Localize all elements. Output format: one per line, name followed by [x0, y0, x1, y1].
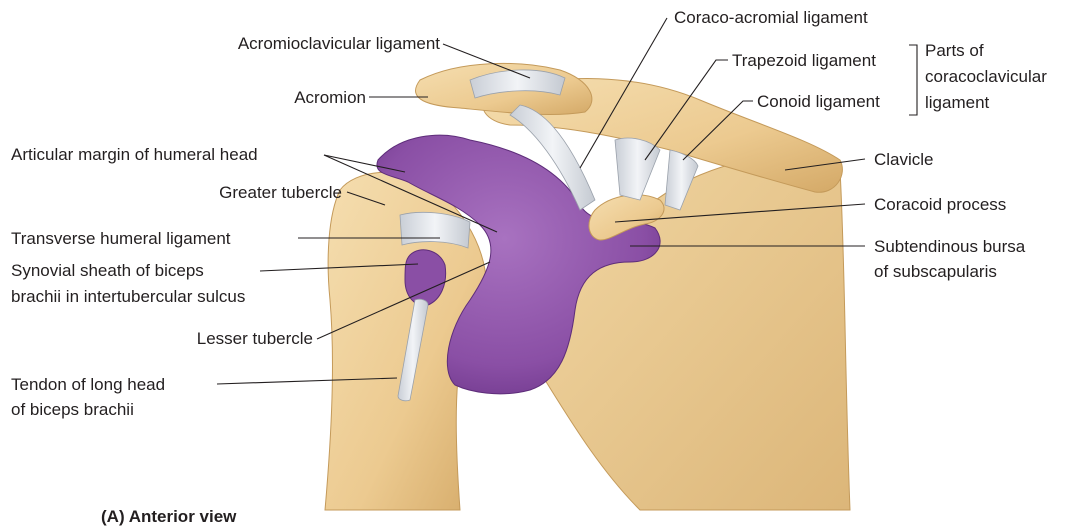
label-parts-line1: Parts of	[925, 41, 984, 60]
label-synovial-sheath-line2: brachii in intertubercular sulcus	[11, 287, 245, 306]
parts-bracket	[909, 45, 917, 115]
label-acromion: Acromion	[294, 88, 366, 107]
label-parts-line3: ligament	[925, 93, 990, 112]
label-greater-tubercle: Greater tubercle	[219, 183, 342, 202]
trapezoid-ligament-band	[615, 138, 660, 200]
label-clavicle: Clavicle	[874, 150, 934, 169]
label-subtendinous-line2: of subscapularis	[874, 262, 997, 281]
label-lesser-tubercle: Lesser tubercle	[197, 329, 313, 348]
label-parts-line2: coracoclavicular	[925, 67, 1047, 86]
figure-caption: (A) Anterior view	[101, 507, 237, 526]
label-transverse-humeral-ligament: Transverse humeral ligament	[11, 229, 231, 248]
label-subtendinous-line1: Subtendinous bursa	[874, 237, 1026, 256]
label-acromioclavicular-ligament: Acromioclavicular ligament	[238, 34, 440, 53]
label-tendon-line2: of biceps brachii	[11, 400, 134, 419]
label-conoid-ligament: Conoid ligament	[757, 92, 880, 111]
label-tendon-line1: Tendon of long head	[11, 375, 165, 394]
label-coracoid-process: Coracoid process	[874, 195, 1006, 214]
label-trapezoid-ligament: Trapezoid ligament	[732, 51, 876, 70]
label-synovial-sheath-line1: Synovial sheath of biceps	[11, 261, 204, 280]
label-articular-margin: Articular margin of humeral head	[11, 145, 258, 164]
label-coraco-acromial-ligament: Coraco-acromial ligament	[674, 8, 868, 27]
